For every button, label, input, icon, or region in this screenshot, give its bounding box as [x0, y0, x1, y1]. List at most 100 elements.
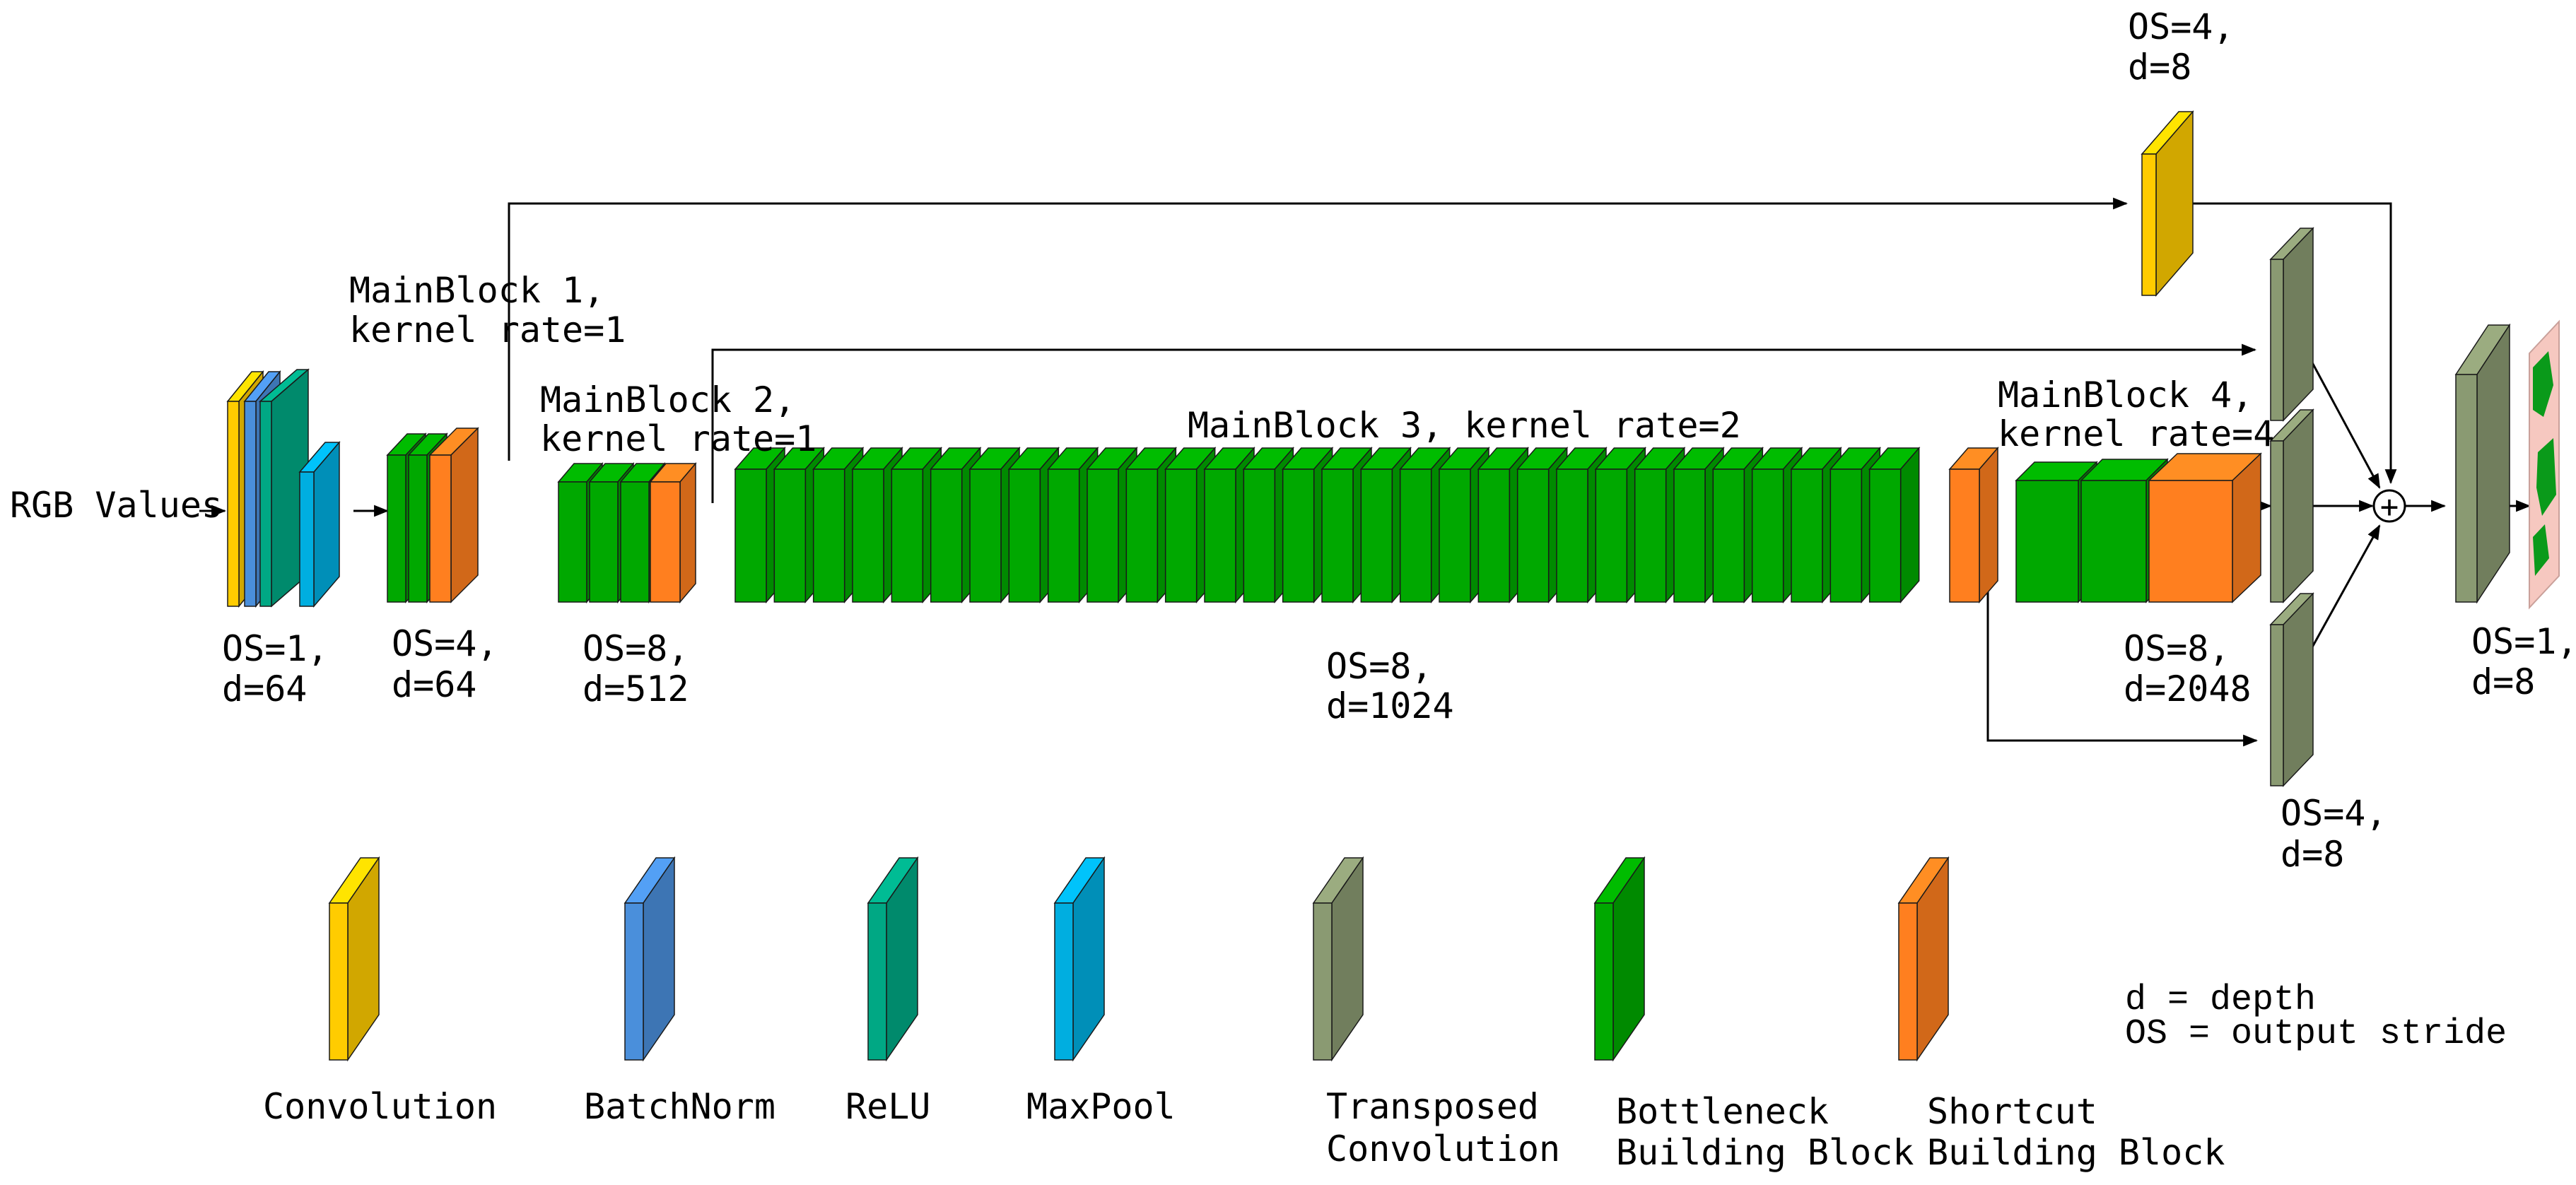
- legend-label-batchnorm: BatchNorm: [584, 1086, 775, 1127]
- mb3-bottleneck-5-front: [891, 468, 924, 603]
- mb3-bottleneck-8-front: [1008, 468, 1041, 603]
- skip-top-conv-layer-front: [2141, 153, 2157, 296]
- pool-depth-label: d=64: [392, 664, 476, 705]
- legend-label-transposed-1: Transposed: [1326, 1086, 1539, 1127]
- legend-label-bottleneck-1: Bottleneck: [1616, 1091, 1829, 1132]
- mb4-shortcut-front: [2148, 480, 2233, 603]
- mb3-bottleneck-12-front: [1164, 468, 1198, 603]
- tconv-upper: [2269, 227, 2314, 422]
- sum-symbol: +: [2380, 489, 2399, 525]
- pool-os-label: OS=4,: [392, 623, 498, 664]
- output-segmentation-map: [2529, 319, 2560, 610]
- legend-label-relu: ReLU: [845, 1086, 930, 1127]
- tconv-middle-front: [2270, 440, 2284, 603]
- stem-relu-layer-front: [259, 401, 272, 607]
- stem-os-label: OS=1,: [222, 628, 329, 669]
- mb2-bottleneck-3-front: [620, 481, 650, 603]
- skip-connection-bottom: [1986, 583, 2259, 747]
- stem-depth-label: d=64: [222, 668, 307, 709]
- mb1-bottleneck-1-front: [387, 454, 406, 603]
- block2-os-label: OS=8,: [582, 628, 689, 669]
- mb3-bottleneck-30-side: [1899, 446, 1920, 604]
- output-depth-label: d=8: [2471, 661, 2535, 702]
- skip-bottom-os-label: OS=4,: [2281, 793, 2387, 834]
- stem-conv-layer-front: [227, 401, 240, 607]
- mb4-bottleneck-2-front: [2080, 480, 2147, 603]
- stem-maxpool-layer: [298, 440, 341, 608]
- final-tconv-layer-side: [2476, 323, 2510, 604]
- mb2-bottleneck-1-front: [558, 481, 587, 603]
- mb3-bottleneck-10-front: [1087, 468, 1119, 603]
- mb4-bottleneck-1-front: [2015, 480, 2079, 603]
- mb3-bottleneck-1-front: [734, 468, 767, 603]
- mb4-shortcut: [2148, 452, 2262, 603]
- sum-circle: [2372, 489, 2406, 523]
- definition-depth: d = depth: [2125, 980, 2316, 1020]
- legend-swatch-transposed: [1312, 856, 1364, 1062]
- mainblock2-rate: kernel rate=1: [540, 418, 816, 459]
- legend-swatch-convolution-front: [329, 902, 349, 1061]
- legend-swatch-shortcut-front: [1898, 902, 1918, 1061]
- tconv-middle: [2269, 408, 2314, 603]
- mb3-shortcut-side: [1979, 446, 1998, 604]
- mainblock3-title: MainBlock 3, kernel rate=2: [1188, 405, 1741, 446]
- tconv-middle-side: [2283, 408, 2314, 603]
- tconv-lower: [2269, 592, 2314, 787]
- mb3-shortcut: [1948, 446, 1999, 604]
- legend-swatch-batchnorm-front: [624, 902, 644, 1061]
- tconv-upper-front: [2270, 259, 2284, 421]
- legend-swatch-bottleneck: [1593, 856, 1646, 1062]
- tconv-upper-side: [2283, 227, 2314, 422]
- mb3-bottleneck-30-front: [1868, 468, 1902, 603]
- mb4-shortcut-side: [2232, 452, 2261, 603]
- tconv-lower-front: [2270, 624, 2284, 786]
- mb3-bottleneck-29-front: [1829, 468, 1863, 603]
- mb2-shortcut: [649, 461, 697, 604]
- mb3-bottleneck-15-front: [1282, 468, 1315, 603]
- mb3-bottleneck-7-front: [969, 468, 1002, 603]
- legend-swatch-maxpool: [1053, 856, 1106, 1062]
- legend-swatch-relu-front: [867, 902, 887, 1061]
- mb2-shortcut-front: [650, 481, 681, 603]
- legend-swatch-relu: [867, 856, 919, 1062]
- final-tconv-layer: [2454, 323, 2511, 604]
- mb3-bottleneck-26-front: [1712, 468, 1745, 603]
- tconv-lower-side: [2283, 592, 2314, 787]
- legend-label-convolution: Convolution: [263, 1086, 497, 1127]
- skip-connection-top: [508, 197, 2129, 461]
- mainblock1-title: MainBlock 1,: [349, 270, 604, 311]
- mb3-bottleneck-18-front: [1399, 468, 1432, 603]
- stem-maxpool-layer-side: [313, 440, 340, 608]
- mb1-shortcut-front: [429, 454, 452, 603]
- mb3-bottleneck-14-front: [1243, 468, 1276, 603]
- mainblock4-title: MainBlock 4,: [1998, 375, 2253, 415]
- block4-os-label: OS=8,: [2124, 628, 2230, 669]
- mb2-shortcut-side: [679, 461, 696, 604]
- skip-top-depth-label: d=8: [2128, 47, 2191, 88]
- mb1-bottleneck-2-front: [408, 454, 428, 603]
- mb3-bottleneck-17-front: [1360, 468, 1393, 603]
- mb3-bottleneck-30: [1868, 446, 1921, 604]
- legend-swatch-maxpool-front: [1054, 902, 1074, 1061]
- output-os-label: OS=1,: [2471, 621, 2576, 662]
- mb3-bottleneck-3-front: [812, 468, 845, 603]
- mb3-bottleneck-23-front: [1595, 468, 1628, 603]
- mb1-shortcut-side: [450, 427, 479, 603]
- stem-relu-layer: [258, 368, 310, 608]
- mb3-shortcut-front: [1949, 468, 1980, 603]
- mb3-bottleneck-19-front: [1439, 468, 1471, 603]
- legend-swatch-transposed-front: [1313, 902, 1333, 1061]
- diagram-labels: RGB Values MainBlock 1, kernel rate=1 Ma…: [10, 6, 2576, 1173]
- mb3-bottleneck-27-front: [1751, 468, 1784, 603]
- input-label: RGB Values: [10, 485, 223, 526]
- block2-depth-label: d=512: [582, 668, 689, 709]
- stem-maxpool-layer-front: [299, 471, 315, 607]
- mb3-bottleneck-20-front: [1477, 468, 1511, 603]
- mb2-bottleneck-2-front: [589, 481, 619, 603]
- mb3-bottleneck-28-front: [1791, 468, 1823, 603]
- legend-label-maxpool: MaxPool: [1026, 1086, 1176, 1127]
- mb3-bottleneck-24-front: [1634, 468, 1667, 603]
- mb3-bottleneck-22-front: [1556, 468, 1588, 603]
